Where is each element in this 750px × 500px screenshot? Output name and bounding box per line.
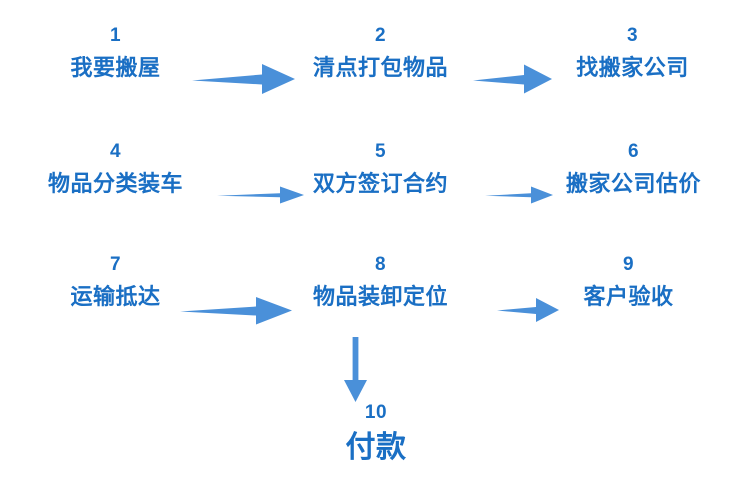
step-label-9: 客户验收	[583, 284, 674, 309]
step-node-9: 9 客户验收	[551, 255, 706, 308]
step-number-6: 6	[627, 141, 640, 162]
step-label-6: 搬家公司估价	[565, 171, 701, 196]
step-node-4: 4 物品分类装车	[28, 142, 203, 195]
arrow-7-to-8	[178, 295, 294, 327]
step-node-2: 2 清点打包物品	[293, 26, 468, 79]
step-label-2: 清点打包物品	[312, 55, 448, 80]
arrow-8-to-10	[340, 336, 372, 404]
step-number-7: 7	[109, 254, 122, 275]
arrow-5-to-6	[484, 183, 555, 207]
step-label-7: 运输抵达	[70, 284, 161, 309]
step-label-8: 物品装卸定位	[312, 284, 448, 309]
step-number-2: 2	[374, 25, 387, 46]
step-node-6: 6 搬家公司估价	[546, 142, 721, 195]
step-number-1: 1	[109, 25, 122, 46]
step-number-10: 10	[364, 402, 388, 423]
step-node-1: 1 我要搬屋	[38, 26, 193, 79]
step-label-4: 物品分类装车	[47, 171, 183, 196]
step-node-10: 10 付款	[278, 403, 474, 464]
step-number-8: 8	[374, 254, 387, 275]
step-label-10: 付款	[345, 431, 407, 464]
step-number-5: 5	[374, 141, 387, 162]
step-node-7: 7 运输抵达	[38, 255, 193, 308]
step-node-8: 8 物品装卸定位	[293, 255, 468, 308]
step-label-3: 找搬家公司	[576, 55, 689, 80]
step-number-3: 3	[626, 25, 639, 46]
step-label-5: 双方签订合约	[312, 171, 448, 196]
step-label-1: 我要搬屋	[70, 55, 161, 80]
arrow-1-to-2	[190, 62, 297, 96]
arrow-8-to-9	[496, 295, 561, 325]
step-node-5: 5 双方签订合约	[293, 142, 468, 195]
arrow-4-to-5	[216, 183, 306, 207]
step-number-4: 4	[109, 141, 122, 162]
step-node-3: 3 找搬家公司	[551, 26, 714, 79]
arrow-2-to-3	[472, 62, 554, 96]
step-number-9: 9	[622, 254, 635, 275]
